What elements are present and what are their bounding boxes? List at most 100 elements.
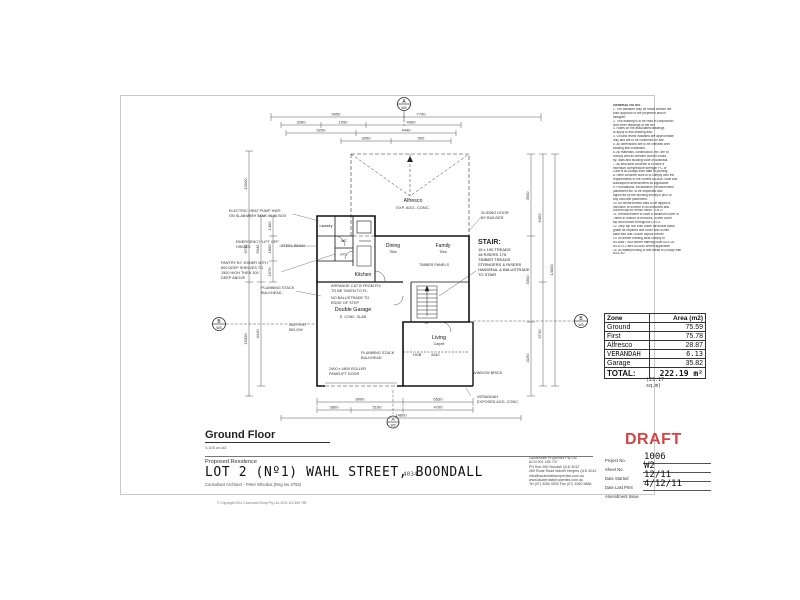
- stair-note-line: STAIR:: [478, 239, 501, 246]
- general-note-line: 2. This drawing is to be read in conjunc…: [613, 119, 674, 123]
- dim-label: 3260: [297, 120, 307, 125]
- area-table-total: TOTAL: 222.19 m²: [604, 367, 707, 379]
- finish-dining: Tiles: [389, 250, 397, 254]
- general-notes-lines: 1. The variation may be made without the…: [613, 108, 725, 256]
- section-bottom-ref: W3: [391, 424, 396, 428]
- dim-label: 9050: [332, 112, 342, 117]
- company-line: ACN 001 185 737: [529, 460, 558, 465]
- sheet-no-row: Sheet No. W2: [605, 462, 715, 474]
- note-balustrade: EDGE OF STEP: [331, 301, 360, 305]
- dim-label: 5190: [373, 405, 383, 410]
- general-note-line: 10. All reinforcement bars to be lapped …: [613, 201, 671, 205]
- dim-label: 500: [418, 136, 425, 141]
- note-arrange: ARRANGE CAT B FROM FIX: [331, 284, 381, 288]
- dim-label: 1050: [339, 120, 349, 125]
- general-note-line: 20MPa at 28days from date of pouring.: [613, 170, 669, 174]
- dim-label: 15000: [243, 333, 248, 345]
- room-alfresco: Alfresco: [404, 198, 423, 204]
- section-marker-bottom: A W3: [386, 390, 400, 429]
- building-walls: [316, 215, 474, 387]
- left-dim-labels: 10500 6730 15000 5040 4410 1400 1800 157…: [243, 178, 272, 345]
- door-swings: [334, 235, 452, 333]
- dim-label: 4700: [434, 405, 444, 410]
- dim-label: 3500: [525, 191, 530, 201]
- alfresco-roof-outline: [350, 153, 470, 237]
- general-note-line: 14. All waterproofing to wet areas to co…: [613, 248, 682, 252]
- stair-note: STAIR: 15 x 190 TREADS 16 RISERS 175 TIM…: [478, 239, 530, 277]
- general-note-line: top and bottom throughout U.N.O.: [613, 221, 662, 225]
- general-note-line: AS1170.2 and AS4440 where applicable.: [613, 244, 671, 248]
- dim-label: 8000: [356, 397, 366, 402]
- section-top-ref: W3: [401, 106, 406, 110]
- proposed-residence-label: Proposed Residence: [205, 459, 257, 465]
- area-zone: First: [604, 331, 650, 341]
- stair-note-line: TO STAIR: [478, 272, 496, 277]
- dim-label: 4190: [525, 353, 530, 363]
- dim-label: 7790: [417, 112, 427, 117]
- room-family: Family: [436, 243, 451, 249]
- room-labels: Kitchen Dining Family Laundry WC PTY Dou…: [320, 224, 451, 341]
- note-dim-4440: 4440: [431, 353, 439, 357]
- dim-label: 5710: [537, 329, 542, 339]
- room-alfresco-finish: EXP. AGG. CONC.: [396, 205, 430, 210]
- project-no-value: 1006: [644, 452, 666, 462]
- stair-note-line: HANDRAIL & BALUSTRADE: [478, 267, 530, 272]
- general-note-line: designer.: [613, 115, 626, 119]
- general-note-line: 5. All dimensions are to be checked with: [613, 143, 670, 147]
- general-notes-title: GENERAL NOTES: [613, 104, 641, 107]
- amendment-label: Amendment Issue: [605, 494, 639, 499]
- general-note-line: 12. Strip top soil from under structural…: [613, 225, 676, 229]
- dim-label: 6530: [434, 397, 444, 402]
- area-total-value: 222.19 m²: [648, 367, 707, 379]
- general-note-line: requirements of the current AS3600 code …: [613, 178, 678, 182]
- section-left-label: B: [217, 319, 221, 325]
- dim-label: 3800: [330, 405, 340, 410]
- right-dim-labels: 3500 3300 4190 6450 5710 14000: [525, 191, 554, 363]
- section-right-label: B: [579, 316, 583, 322]
- note-arrange: TO BE TAKEN TO FL.: [331, 289, 368, 293]
- bottom-dimensions: [280, 398, 522, 421]
- general-note-line: subsequent amendments as applicable.: [613, 182, 670, 186]
- area-squares: (23.17 sq.m): [646, 377, 665, 389]
- project-info: Project No. 1006 Sheet No. W2 Date Start…: [605, 452, 715, 501]
- section-left-ref: W3: [216, 326, 221, 330]
- dim-label: 10500: [243, 178, 248, 190]
- company-details: Lauderdale Properties Pty Ltd ACN 001 18…: [529, 456, 629, 487]
- general-note-line: AS3740: [613, 252, 625, 256]
- stair-note-line: STRINGERS & RISERS: [478, 262, 521, 267]
- general-note-line: 7. All structural concrete is to have a: [613, 162, 665, 166]
- general-note-line: minimum of 500mm in all directions and: [613, 205, 670, 209]
- draft-stamp: DRAFT: [625, 431, 682, 448]
- general-note-line: existing site conditions.: [613, 146, 646, 150]
- general-note-line: placement etc. to be inspected and: [613, 189, 663, 193]
- general-note-line: to apply to this drawing also.: [613, 131, 654, 135]
- note-pantry: 600 DEEP SHELVES TO: [221, 266, 263, 270]
- section-top-label: A: [402, 99, 406, 105]
- general-note-line: sand bed and 200um vapour barrier.: [613, 232, 665, 236]
- note-veranda: VERANDAH: [477, 395, 498, 399]
- note-hob: HOB: [413, 353, 422, 357]
- left-dimensions: [245, 150, 277, 397]
- note-plumbing: BULKHEAD: [261, 291, 282, 295]
- general-note-line: 500mm lap for trench mesh. U.N.O.: [613, 209, 664, 213]
- dim-label: 1400: [267, 221, 272, 231]
- general-note-line: 75mm in bottom of trenches, 40mm cover: [613, 217, 672, 221]
- amendment-row: Amendment Issue: [605, 492, 715, 501]
- area-value: 28.87: [648, 340, 707, 350]
- room-living: Living: [432, 335, 446, 341]
- top-dimensions: [270, 113, 542, 144]
- note-pantry: 1500 HIGH THEN 300: [221, 271, 259, 275]
- company-line: Tel (07) 3260 5000 Fax (07) 3260 5888: [529, 482, 592, 487]
- date-last-print-row: Date Last Print 4/12/11: [605, 479, 715, 492]
- note-post: 290 POST: [289, 323, 307, 327]
- note-window-brick: WINDOW BRICK: [473, 371, 503, 375]
- general-notes: GENERAL NOTES 1. The variation may be ma…: [613, 104, 725, 256]
- area-header-zone: Zone: [604, 313, 650, 323]
- area-zone: Garage: [604, 358, 650, 368]
- floor-plan-drawing: A W3 9050 7790 3260 4900 1050 6250 4440 …: [212, 97, 588, 429]
- date-last-print-value: 4/12/11: [644, 479, 682, 489]
- general-note-line: minimum compressive strength F'C of: [613, 166, 667, 170]
